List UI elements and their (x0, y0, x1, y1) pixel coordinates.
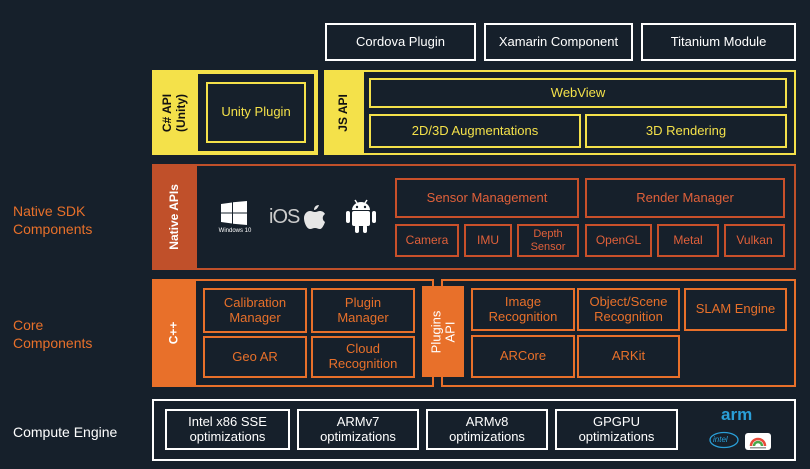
intel-logo-icon (709, 431, 739, 449)
cordova-plugin-box: Cordova Plugin (325, 23, 476, 61)
slam-engine-box: SLAM Engine (684, 288, 787, 331)
plugins-api-label: Plugins API (428, 310, 458, 353)
cpp-label: C++ (166, 321, 181, 345)
camera-box: Camera (395, 224, 459, 257)
depth-sensor-box: Depth Sensor (517, 224, 579, 257)
js-api-inner: WebView 2D/3D Augmentations 3D Rendering (364, 72, 794, 153)
imu-box: IMU (464, 224, 512, 257)
cloud-recognition-box: Cloud Recognition (311, 336, 415, 378)
js-api-block: JS API WebView 2D/3D Augmentations 3D Re… (324, 70, 796, 155)
android-icon (344, 198, 378, 234)
gpgpu-box: GPGPU optimizations (555, 409, 678, 450)
intel-logo: intel (713, 435, 728, 444)
arm-logo: arm (721, 405, 753, 424)
compute-engine-block: Intel x86 SSE optimizations ARMv7 optimi… (152, 399, 796, 461)
image-recognition-box: Image Recognition (471, 288, 575, 331)
apple-icon (304, 204, 326, 230)
metal-box: Metal (657, 224, 719, 257)
unity-plugin-inner: Unity Plugin (206, 82, 306, 143)
native-apis-block: Native APIs Windows 10 iOS Sensor Manage… (152, 164, 796, 270)
titanium-module-box: Titanium Module (641, 23, 796, 61)
armv7-box: ARMv7 optimizations (297, 409, 419, 450)
csharp-api-block: C# API (Unity) Unity Plugin (152, 70, 318, 155)
plugins-api-block: Image Recognition Object/Scene Recogniti… (441, 279, 796, 387)
native-apis-label-wrap: Native APIs (152, 164, 197, 270)
windows-icon (221, 201, 247, 225)
calibration-manager-box: Calibration Manager (203, 288, 307, 333)
intel-sse-box: Intel x86 SSE optimizations (165, 409, 290, 450)
csharp-api-label-wrap: C# API (Unity) (152, 70, 196, 155)
windows-caption: Windows 10 (218, 228, 252, 234)
plugins-api-tab: Plugins API (422, 286, 464, 377)
opengl-box: OpenGL (585, 224, 652, 257)
plugin-manager-box: Plugin Manager (311, 288, 415, 333)
augmentations-box: 2D/3D Augmentations (369, 114, 581, 148)
ios-label: iOS (269, 206, 300, 228)
xamarin-component-box: Xamarin Component (484, 23, 633, 61)
arcore-box: ARCore (471, 335, 575, 378)
cpp-label-wrap: C++ (152, 279, 196, 387)
3d-rendering-box: 3D Rendering (585, 114, 787, 148)
object-scene-recognition-box: Object/Scene Recognition (577, 288, 680, 331)
core-components-label: Core Components (13, 317, 93, 351)
geo-ar-box: Geo AR (203, 336, 307, 378)
arkit-box: ARKit (577, 335, 680, 378)
sensor-management-box: Sensor Management (395, 178, 579, 218)
vulkan-box: Vulkan (724, 224, 785, 257)
js-api-label-wrap: JS API (324, 70, 364, 155)
cpp-inner: Calibration Manager Plugin Manager Geo A… (196, 281, 432, 385)
native-apis-inner: Windows 10 iOS Sensor Management Render … (197, 166, 794, 268)
compute-engine-label: Compute Engine (13, 424, 118, 440)
webview-box: WebView (369, 78, 787, 108)
gpu-logo-icon (745, 433, 771, 450)
js-api-label: JS API (336, 93, 351, 132)
csharp-api-label: C# API (Unity) (159, 93, 188, 132)
unity-plugin-box: Unity Plugin (196, 72, 316, 153)
render-manager-box: Render Manager (585, 178, 785, 218)
native-sdk-label: Native SDK Components (13, 203, 93, 237)
native-apis-label: Native APIs (166, 184, 181, 250)
armv8-box: ARMv8 optimizations (426, 409, 548, 450)
cpp-block: C++ Calibration Manager Plugin Manager G… (152, 279, 434, 387)
